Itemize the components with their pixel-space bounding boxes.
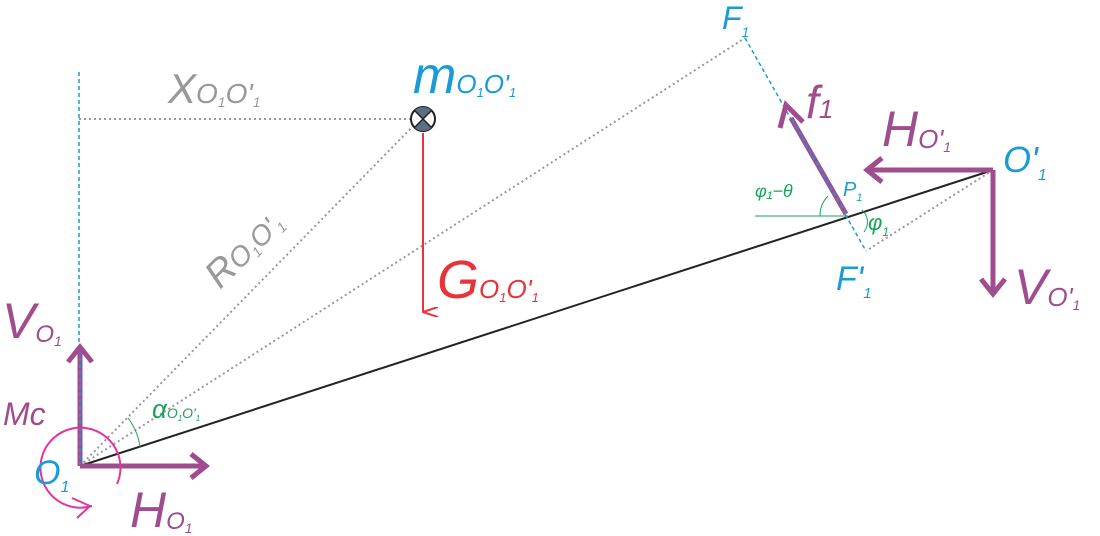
- label-f1prime-point: F'1: [836, 260, 872, 302]
- label-p1: P1: [843, 179, 862, 204]
- label-mass: mO1O'1: [413, 47, 516, 105]
- force-f1-arrowhead: [777, 100, 805, 129]
- label-r-distance: RO1O'1: [197, 202, 292, 297]
- o1prime-to-f1prime-line: [865, 169, 994, 252]
- reaction-h-o1prime-arrowhead: [862, 156, 884, 184]
- label-f1-force: f1: [806, 76, 833, 128]
- angle-arc-alpha: [127, 417, 141, 448]
- label-alpha: αO1O'1: [152, 394, 200, 424]
- label-v-o1prime: VO'1: [1014, 259, 1080, 315]
- label-h-o1: HO1: [130, 482, 193, 536]
- reaction-v-o1prime-arrowhead: [979, 277, 1007, 299]
- label-phi1: φ1: [868, 210, 889, 239]
- reaction-h-o1-arrowhead: [189, 452, 211, 480]
- label-o1: O1: [34, 454, 69, 496]
- mass-center-icon: [410, 106, 436, 132]
- link-o1-o1prime: [79, 169, 994, 467]
- o1-to-f1-line: [79, 37, 746, 467]
- force-f1-overlay: [790, 117, 847, 215]
- label-mc: Mc: [3, 396, 46, 432]
- moment-mc-arc: [39, 426, 122, 509]
- label-h-o1prime: HO'1: [882, 101, 951, 157]
- moment-mc-arrowhead: [71, 497, 92, 519]
- label-phi-minus-theta: φ₁−θ: [755, 181, 793, 201]
- label-f1-point: F1: [722, 0, 749, 40]
- angle-arc-phi-theta: [819, 195, 829, 217]
- reaction-v-o1-arrowhead: [66, 342, 94, 364]
- r-distance-line: [79, 118, 421, 467]
- angle-arc-phi1: [861, 209, 868, 233]
- label-x-distance: XO1O'1: [167, 65, 261, 112]
- label-o1prime: O'1: [1003, 139, 1047, 184]
- label-gravity: GO1O'1: [437, 250, 539, 310]
- label-v-o1: VO1: [2, 293, 62, 349]
